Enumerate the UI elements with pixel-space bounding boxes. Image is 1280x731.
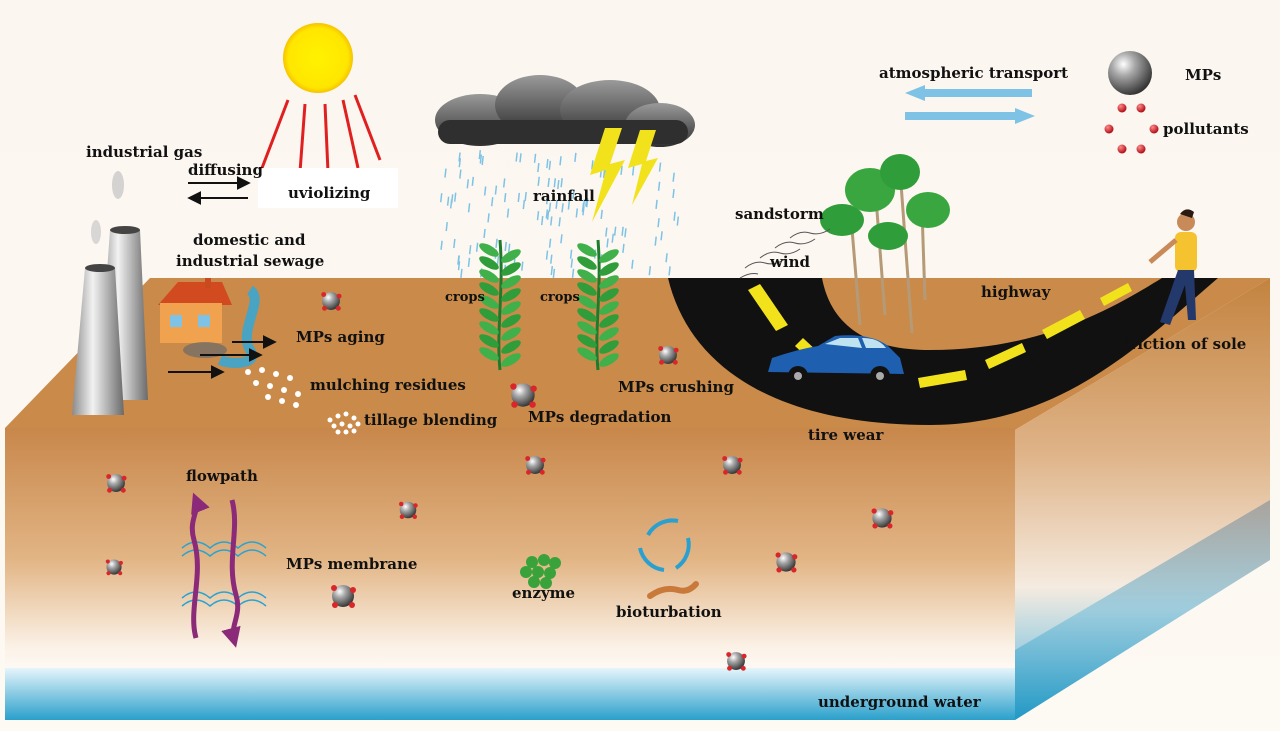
label-domestic-sewage-2: industrial sewage [176,252,324,270]
water-side-edge [1015,500,1270,720]
label-tire-wear: tire wear [808,426,884,444]
label-enzyme: enzyme [512,584,575,602]
house-icon [158,278,232,343]
rain-cloud-icon [435,75,695,147]
label-industrial-gas: industrial gas [86,143,202,161]
label-mps-crushing: MPs crushing [618,378,734,396]
label-mps-degradation: MPs degradation [528,408,672,426]
label-uviolizing: uviolizing [288,184,371,202]
label-underground-water: underground water [818,693,982,711]
uviolizing-label-bg [258,168,398,208]
chimney-icon [72,171,148,415]
atmospheric-transport-arrows [905,85,1035,124]
crop-plant-left [479,239,521,371]
label-mps-aging: MPs aging [296,328,385,346]
label-domestic-sewage-1: domestic and [193,231,306,249]
sun-icon [260,23,382,173]
enzyme-icon [520,554,561,589]
earthworm-icon [647,581,699,599]
underground-water-layer [5,668,1015,720]
soil-side-face [1015,278,1270,720]
label-mulching-residues: mulching residues [310,376,466,394]
legend-mps: MPs [1185,66,1221,84]
mulching-residue-dots [245,367,301,408]
wind-lines [739,228,831,279]
label-sandstorm: sandstorm [735,205,824,223]
car-icon [768,335,904,386]
legend-pollutant-dots [1104,103,1159,154]
person-icon [1148,209,1197,325]
bioturbation-cycle-icon [638,518,691,572]
label-tillage-blending: tillage blending [364,411,498,429]
legend-mp-sphere [1108,51,1152,95]
tillage-blending-dots [327,411,361,435]
legend-pollutants: pollutants [1163,120,1249,138]
legend-atmospheric-transport: atmospheric transport [879,64,1068,82]
crop-plant-right [577,239,619,371]
label-diffusing: diffusing [188,161,263,179]
label-wind: wind [769,253,811,271]
label-mps-membrane: MPs membrane [286,555,417,573]
tree-group-icon [820,154,950,334]
label-bioturbation: bioturbation [616,603,722,621]
label-crops-left: crops [445,290,485,305]
label-crops-right: crops [540,290,580,305]
lightning-icon [590,128,658,222]
label-flowpath: flowpath [186,467,258,485]
label-highway: highway [981,283,1052,301]
label-friction-of-sole: friction of sole [1123,335,1246,353]
flowpath-arrows [181,492,267,648]
label-rainfall: rainfall [533,187,595,205]
